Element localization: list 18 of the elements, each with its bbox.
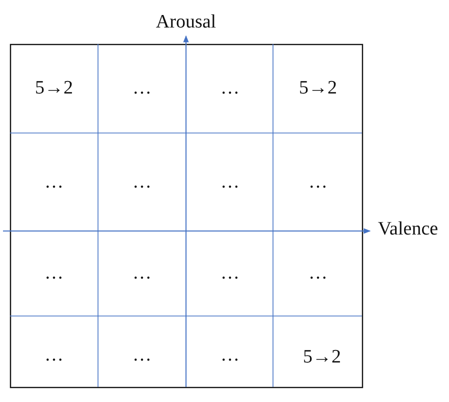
- cell-text: …: [44, 346, 64, 364]
- cell-text: …: [132, 172, 152, 192]
- cell-text: …: [308, 264, 328, 282]
- cell-text: 5→2: [35, 78, 73, 98]
- cell-text: …: [220, 172, 240, 192]
- cell-text: 5→2: [299, 78, 337, 98]
- cell-text: …: [220, 346, 240, 364]
- cell-text: …: [132, 78, 152, 98]
- cell-text: …: [308, 172, 328, 192]
- cell-text: …: [132, 264, 152, 282]
- cell-text: …: [44, 264, 64, 282]
- cell-text: …: [220, 264, 240, 282]
- cell-text: …: [220, 78, 240, 98]
- axis-label: Arousal: [156, 12, 216, 32]
- cell-text: 5→2: [303, 348, 341, 366]
- axis-label: Valence: [378, 220, 438, 238]
- cell-text: …: [132, 346, 152, 364]
- cell-text: …: [44, 172, 64, 192]
